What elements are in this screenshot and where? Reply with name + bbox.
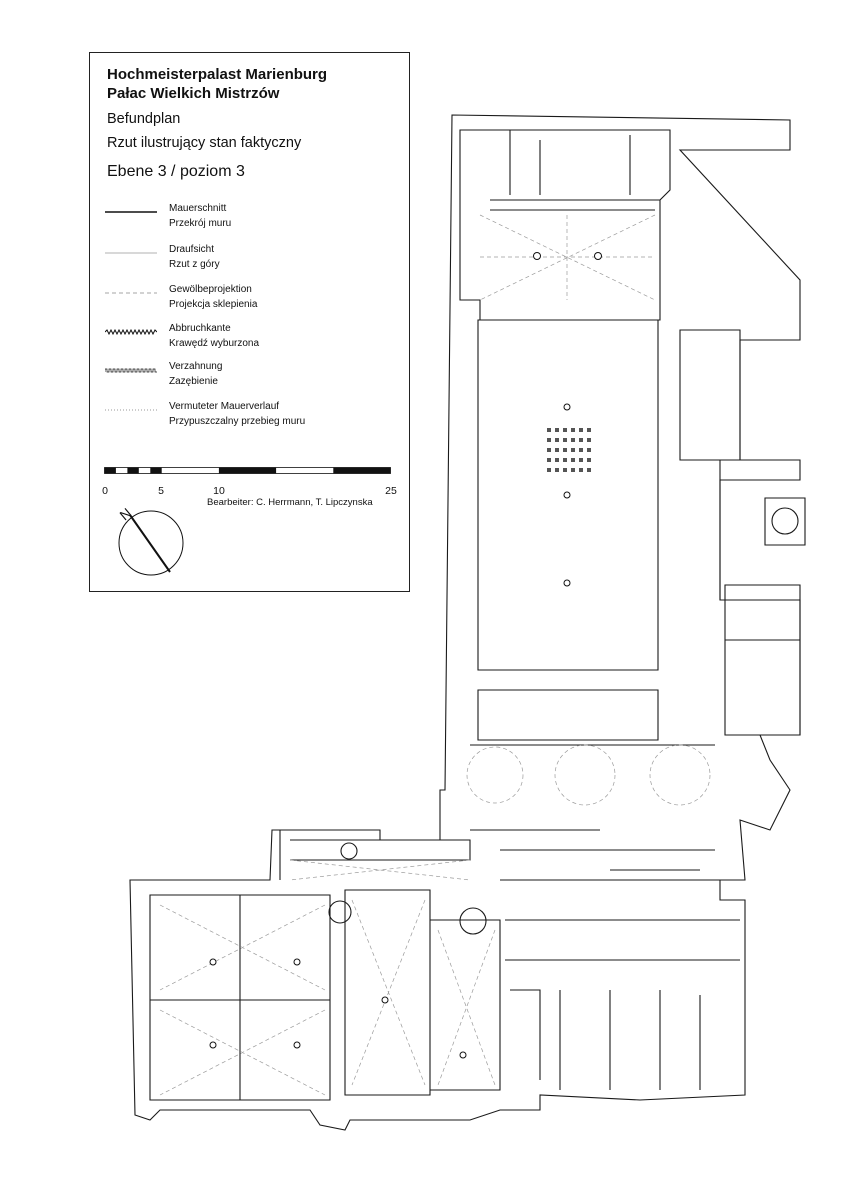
- wall-section-sample: [105, 211, 157, 213]
- floor-grid-pattern: [547, 428, 591, 472]
- south-wing-rooms: [500, 879, 745, 1090]
- vault-projection: [479, 214, 656, 301]
- scale-label-25: 25: [385, 485, 397, 497]
- stair-well: [340, 842, 358, 860]
- legend-pl: Krawędź wyburzona: [169, 338, 260, 349]
- vault-projection: [289, 859, 471, 881]
- northeast-tower: [764, 497, 806, 546]
- column-base: [533, 252, 541, 260]
- authors-credit: Bearbeiter: C. Herrmann, T. Lipczynska: [207, 497, 373, 508]
- inner-wall: [459, 129, 671, 321]
- legend-pl: Rzut z góry: [169, 259, 220, 270]
- legend-pl: Przypuszczalny przebieg muru: [169, 416, 306, 427]
- legend-pl: Przekrój muru: [169, 218, 232, 229]
- vault-sample: [105, 292, 157, 294]
- inner-wall: [490, 130, 660, 211]
- vault-projection: [159, 904, 326, 1096]
- legend-de: Draufsicht: [169, 244, 215, 255]
- column-base: [293, 1041, 301, 1049]
- demolition-sample: [105, 329, 157, 335]
- legend-panel: Hochmeisterpalast Marienburg Pałac Wielk…: [89, 52, 410, 592]
- scale-label-5: 5: [158, 485, 164, 497]
- title-de: Hochmeisterpalast Marienburg: [107, 66, 328, 83]
- subtitle-de: Befundplan: [107, 111, 181, 127]
- courtyard-corridor: [279, 830, 471, 880]
- subtitle-pl: Rzut ilustrujący stan faktyczny: [107, 135, 302, 151]
- column-base: [459, 1051, 467, 1059]
- column-base: [209, 958, 217, 966]
- title-pl: Pałac Wielkich Mistrzów: [107, 85, 280, 102]
- east-rooms: [724, 584, 801, 736]
- column-base: [293, 958, 301, 966]
- scale-bar: 0 5 10 25: [102, 463, 397, 497]
- vault-projection: [649, 744, 711, 806]
- column-base: [209, 1041, 217, 1049]
- inner-wall: [477, 689, 659, 741]
- north-arrow-icon: N: [116, 505, 184, 576]
- column-base: [594, 252, 602, 260]
- legend-de: Vermuteter Mauerverlauf: [169, 401, 280, 412]
- northeast-tower-room: [771, 507, 799, 535]
- legend-pl: Zazębienie: [169, 376, 218, 387]
- vault-projection: [554, 744, 616, 806]
- spiral-stair: [459, 907, 487, 935]
- south-wing-rooms: [149, 894, 331, 1101]
- scale-bar-graphic: [104, 467, 391, 474]
- top-view-sample: [105, 252, 157, 254]
- great-hall-outline: [477, 319, 659, 671]
- legend-de: Abbruchkante: [169, 323, 231, 334]
- column-base: [381, 996, 389, 1004]
- legend-pl: Projekcja sklepienia: [169, 299, 258, 310]
- level-label: Ebene 3 / poziom 3: [107, 163, 245, 180]
- inner-wall: [470, 744, 715, 871]
- column-base: [563, 403, 571, 411]
- legend-de: Gewölbeprojektion: [169, 284, 252, 295]
- column-base: [563, 579, 571, 587]
- legend-de: Mauerschnitt: [169, 203, 227, 214]
- scale-label-0: 0: [102, 485, 108, 497]
- scale-label-10: 10: [213, 485, 225, 497]
- legend-de: Verzahnung: [169, 361, 223, 372]
- vault-projection: [466, 746, 524, 804]
- toothing-sample: [105, 368, 157, 373]
- column-base: [563, 491, 571, 499]
- spiral-stair: [328, 900, 352, 924]
- north-wing-outline: [129, 114, 801, 1131]
- vault-projection: [351, 899, 496, 1086]
- stair-hall: [679, 329, 741, 461]
- south-wing-rooms: [344, 889, 501, 1096]
